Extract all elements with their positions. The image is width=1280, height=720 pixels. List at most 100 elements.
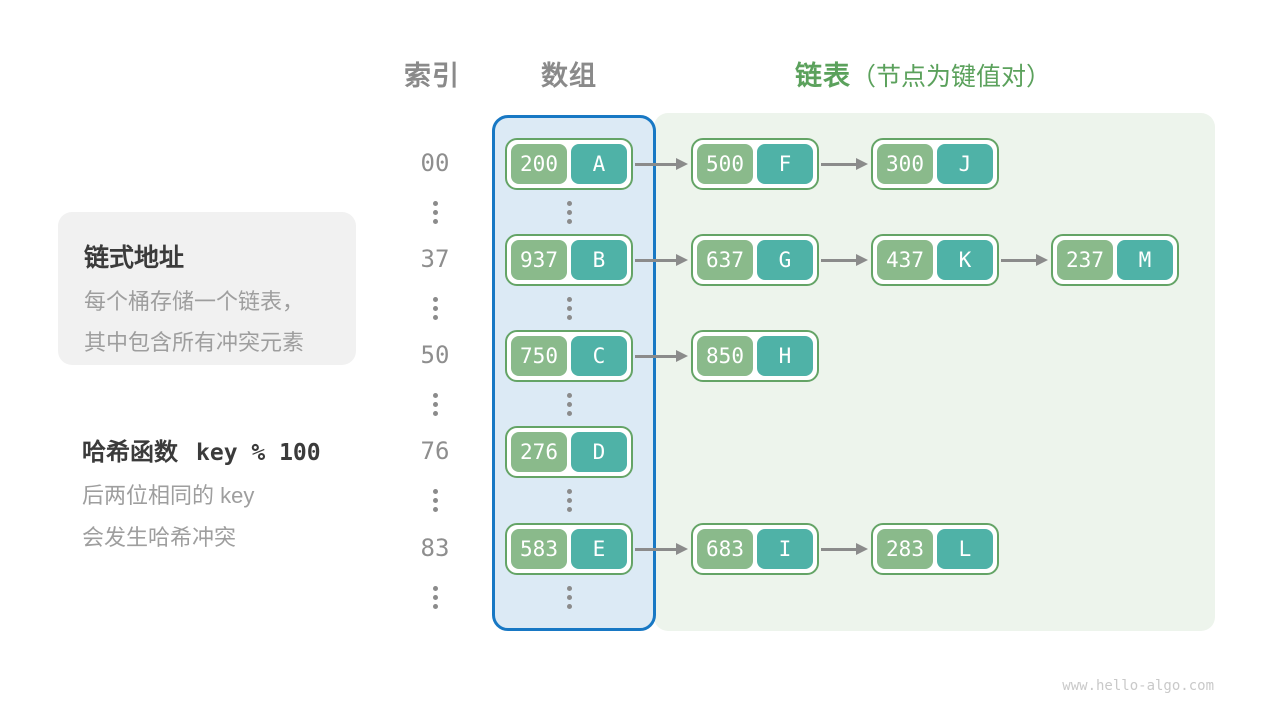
ellipsis-dot — [433, 498, 438, 503]
array-ellipsis — [567, 393, 572, 420]
node-value: H — [757, 336, 813, 376]
index-ellipsis — [433, 393, 438, 420]
ellipsis-dot — [567, 210, 572, 215]
watermark: www.hello-algo.com — [1062, 678, 1214, 694]
ellipsis-dot — [567, 586, 572, 591]
next-pointer-arrow — [821, 157, 868, 170]
ellipsis-dot — [433, 586, 438, 591]
hash-function-note: 哈希函数 key % 100 后两位相同的 key 会发生哈希冲突 — [82, 432, 321, 551]
linked-list-note: （节点为键值对） — [851, 63, 1052, 91]
node-value: F — [757, 144, 813, 184]
info-box-line-2: 其中包含所有冲突元素 — [84, 330, 305, 355]
hash-function-title-text: 哈希函数 — [82, 439, 178, 466]
node-key: 637 — [697, 240, 753, 280]
ellipsis-dot — [567, 507, 572, 512]
ellipsis-dot — [433, 402, 438, 407]
ellipsis-dot — [567, 393, 572, 398]
node-key: 300 — [877, 144, 933, 184]
hash-note-line-1: 后两位相同的 key — [82, 483, 255, 508]
node-value: J — [937, 144, 993, 184]
ellipsis-dot — [433, 489, 438, 494]
ellipsis-dot — [433, 306, 438, 311]
info-box-title: 链式地址 — [84, 244, 185, 272]
next-pointer-arrow — [821, 253, 868, 266]
node-key: 276 — [511, 432, 567, 472]
next-pointer-arrow — [635, 349, 688, 362]
ellipsis-dot — [567, 595, 572, 600]
node-key: 437 — [877, 240, 933, 280]
index-column-header: 索引 — [404, 61, 460, 91]
ellipsis-dot — [433, 201, 438, 206]
ellipsis-dot — [567, 315, 572, 320]
array-ellipsis — [567, 586, 572, 613]
ellipsis-dot — [567, 297, 572, 302]
node-key: 500 — [697, 144, 753, 184]
array-column-header: 数组 — [541, 61, 597, 91]
node-key: 937 — [511, 240, 567, 280]
node-key: 237 — [1057, 240, 1113, 280]
ellipsis-dot — [433, 219, 438, 224]
node-value: D — [571, 432, 627, 472]
bucket-index-label: 37 — [420, 245, 450, 273]
bucket-index-label: 83 — [420, 534, 450, 562]
ellipsis-dot — [433, 604, 438, 609]
ellipsis-dot — [567, 489, 572, 494]
index-ellipsis — [433, 297, 438, 324]
node-value: G — [757, 240, 813, 280]
hash-note-line-2: 会发生哈希冲突 — [82, 525, 237, 550]
array-ellipsis — [567, 489, 572, 516]
node-key: 583 — [511, 529, 567, 569]
next-pointer-arrow — [635, 542, 688, 555]
node-value: A — [571, 144, 627, 184]
ellipsis-dot — [433, 411, 438, 416]
ellipsis-dot — [567, 411, 572, 416]
bucket-index-label: 50 — [420, 341, 450, 369]
next-pointer-arrow — [635, 253, 688, 266]
info-box-line-1: 每个桶存储一个链表， — [84, 289, 305, 314]
node-value: M — [1117, 240, 1173, 280]
ellipsis-dot — [567, 402, 572, 407]
chaining-info-box: 链式地址 每个桶存储一个链表， 其中包含所有冲突元素 — [58, 212, 356, 365]
next-pointer-arrow — [1001, 253, 1048, 266]
ellipsis-dot — [433, 393, 438, 398]
node-value: B — [571, 240, 627, 280]
ellipsis-dot — [567, 604, 572, 609]
node-value: E — [571, 529, 627, 569]
bucket-index-label: 00 — [420, 149, 450, 177]
ellipsis-dot — [567, 306, 572, 311]
node-key: 200 — [511, 144, 567, 184]
node-value: L — [937, 529, 993, 569]
ellipsis-dot — [433, 210, 438, 215]
ellipsis-dot — [567, 498, 572, 503]
node-value: K — [937, 240, 993, 280]
linked-list-label: 链表 — [795, 61, 851, 91]
ellipsis-dot — [567, 219, 572, 224]
ellipsis-dot — [433, 297, 438, 302]
ellipsis-dot — [433, 507, 438, 512]
ellipsis-dot — [567, 201, 572, 206]
linked-list-column-header: 链表（节点为键值对） — [795, 54, 1051, 93]
ellipsis-dot — [433, 595, 438, 600]
node-value: I — [757, 529, 813, 569]
next-pointer-arrow — [821, 542, 868, 555]
node-key: 683 — [697, 529, 753, 569]
array-ellipsis — [567, 201, 572, 228]
next-pointer-arrow — [635, 157, 688, 170]
node-key: 850 — [697, 336, 753, 376]
index-ellipsis — [433, 201, 438, 228]
node-key: 750 — [511, 336, 567, 376]
index-ellipsis — [433, 489, 438, 516]
node-key: 283 — [877, 529, 933, 569]
